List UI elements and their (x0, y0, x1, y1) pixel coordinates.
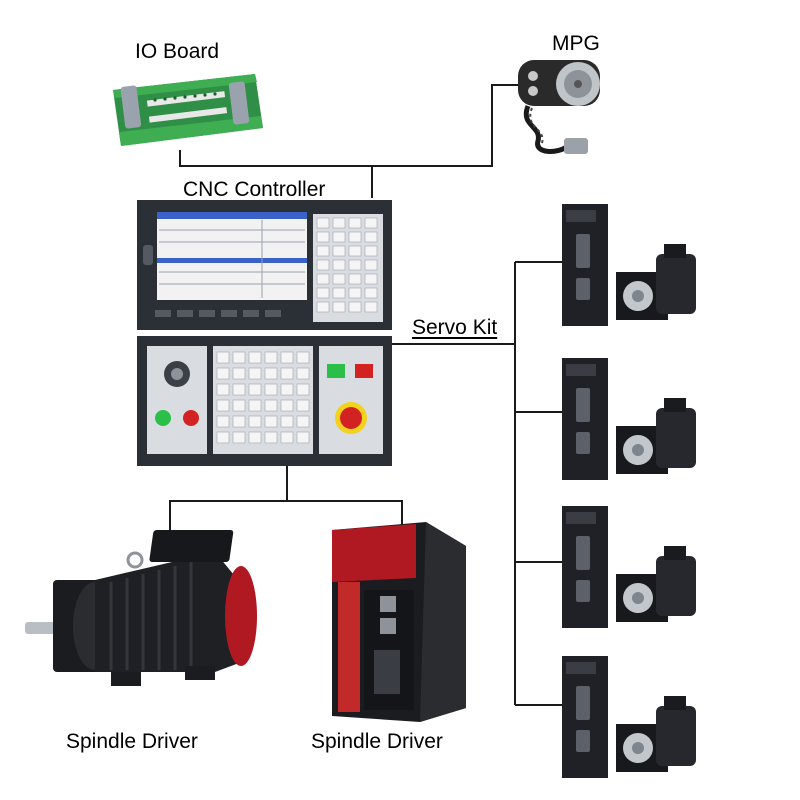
spindle-motor-label: Spindle Driver (66, 730, 198, 753)
handwheel-pendant-image (518, 60, 600, 154)
io-board-label: IO Board (135, 40, 220, 63)
servo-unit-4 (558, 656, 703, 786)
cnc-controller-label: CNC Controller (183, 178, 326, 201)
servo-driver-image (562, 656, 608, 778)
spindle-driver-label: Spindle Driver (311, 730, 443, 753)
spindle-motor-wire (169, 466, 288, 530)
cnc-controller-image (137, 200, 392, 466)
spindle-driver-wire (287, 500, 403, 530)
servo-motor-image (616, 696, 696, 772)
io-board-image (113, 74, 263, 146)
mpg-wire (372, 84, 525, 167)
spindle-driver-image (332, 522, 466, 722)
servo-driver-image (562, 358, 608, 480)
mpg-label: MPG (552, 32, 600, 55)
servo-unit-1 (558, 204, 703, 334)
io-board-wire (179, 150, 373, 198)
servo-unit-3 (558, 506, 703, 636)
servo-kit-label: Servo Kit (412, 316, 498, 339)
servo-motor-image (616, 546, 696, 622)
spindle-motor-image (25, 530, 257, 686)
servo-motor-image (616, 244, 696, 320)
servo-driver-image (562, 204, 608, 326)
servo-driver-image (562, 506, 608, 628)
servo-unit-2 (558, 358, 703, 488)
servo-motor-image (616, 398, 696, 474)
